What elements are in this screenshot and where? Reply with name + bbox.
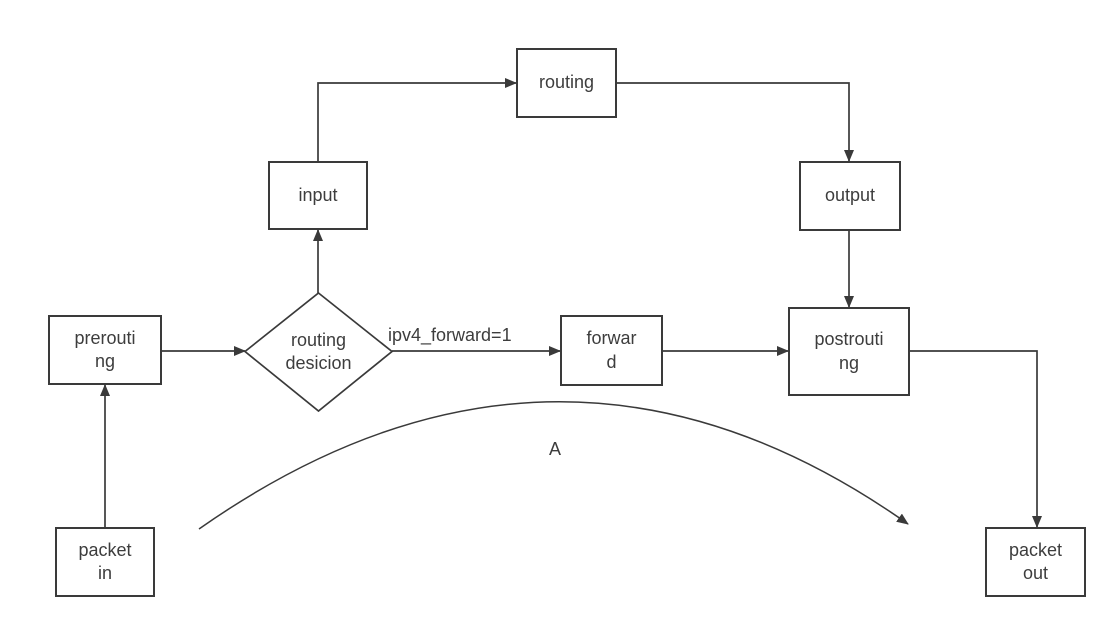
node-output-label: output	[824, 185, 876, 206]
node-postrouting-label: postrouti	[814, 329, 884, 350]
node-packet-in-label: packet	[78, 539, 132, 560]
node-routing-decision-label2: desicion	[285, 353, 352, 373]
node-packet-out-label2: out	[1022, 563, 1049, 583]
connector-routing-output	[617, 82, 854, 162]
node-packet-in: packet in	[55, 527, 155, 597]
node-routing: routing	[516, 48, 617, 118]
node-prerouting: prerouti ng	[48, 315, 162, 385]
node-routing-label: routing	[538, 72, 595, 93]
node-postrouting-label2: ng	[838, 352, 860, 373]
connector-input-routing	[317, 78, 517, 161]
edge-label-ipv4-forward: ipv4_forward=1	[388, 325, 512, 346]
routing-decision-diamond	[243, 291, 394, 413]
node-prerouting-label2: ng	[94, 351, 116, 371]
connector-postrouting-packetout	[910, 350, 1042, 528]
node-routing-decision-label: routing	[290, 329, 347, 350]
node-packet-out: packet out	[985, 527, 1086, 597]
node-postrouting: postrouti ng	[788, 307, 910, 396]
edge-label-a: A	[548, 439, 561, 459]
node-forward: forwar d	[560, 315, 663, 386]
node-input: input	[268, 161, 368, 230]
node-packet-out-label: packet	[1008, 539, 1063, 560]
connector-curve-a	[198, 401, 909, 530]
node-prerouting-label: prerouti	[74, 327, 136, 348]
node-output: output	[799, 161, 901, 231]
node-input-label: input	[298, 184, 338, 205]
node-routing-decision: routing desicion	[245, 293, 392, 411]
node-forward-label: forwar	[586, 328, 637, 349]
node-forward-label2: d	[606, 351, 617, 372]
node-packet-in-label2: in	[97, 563, 112, 583]
